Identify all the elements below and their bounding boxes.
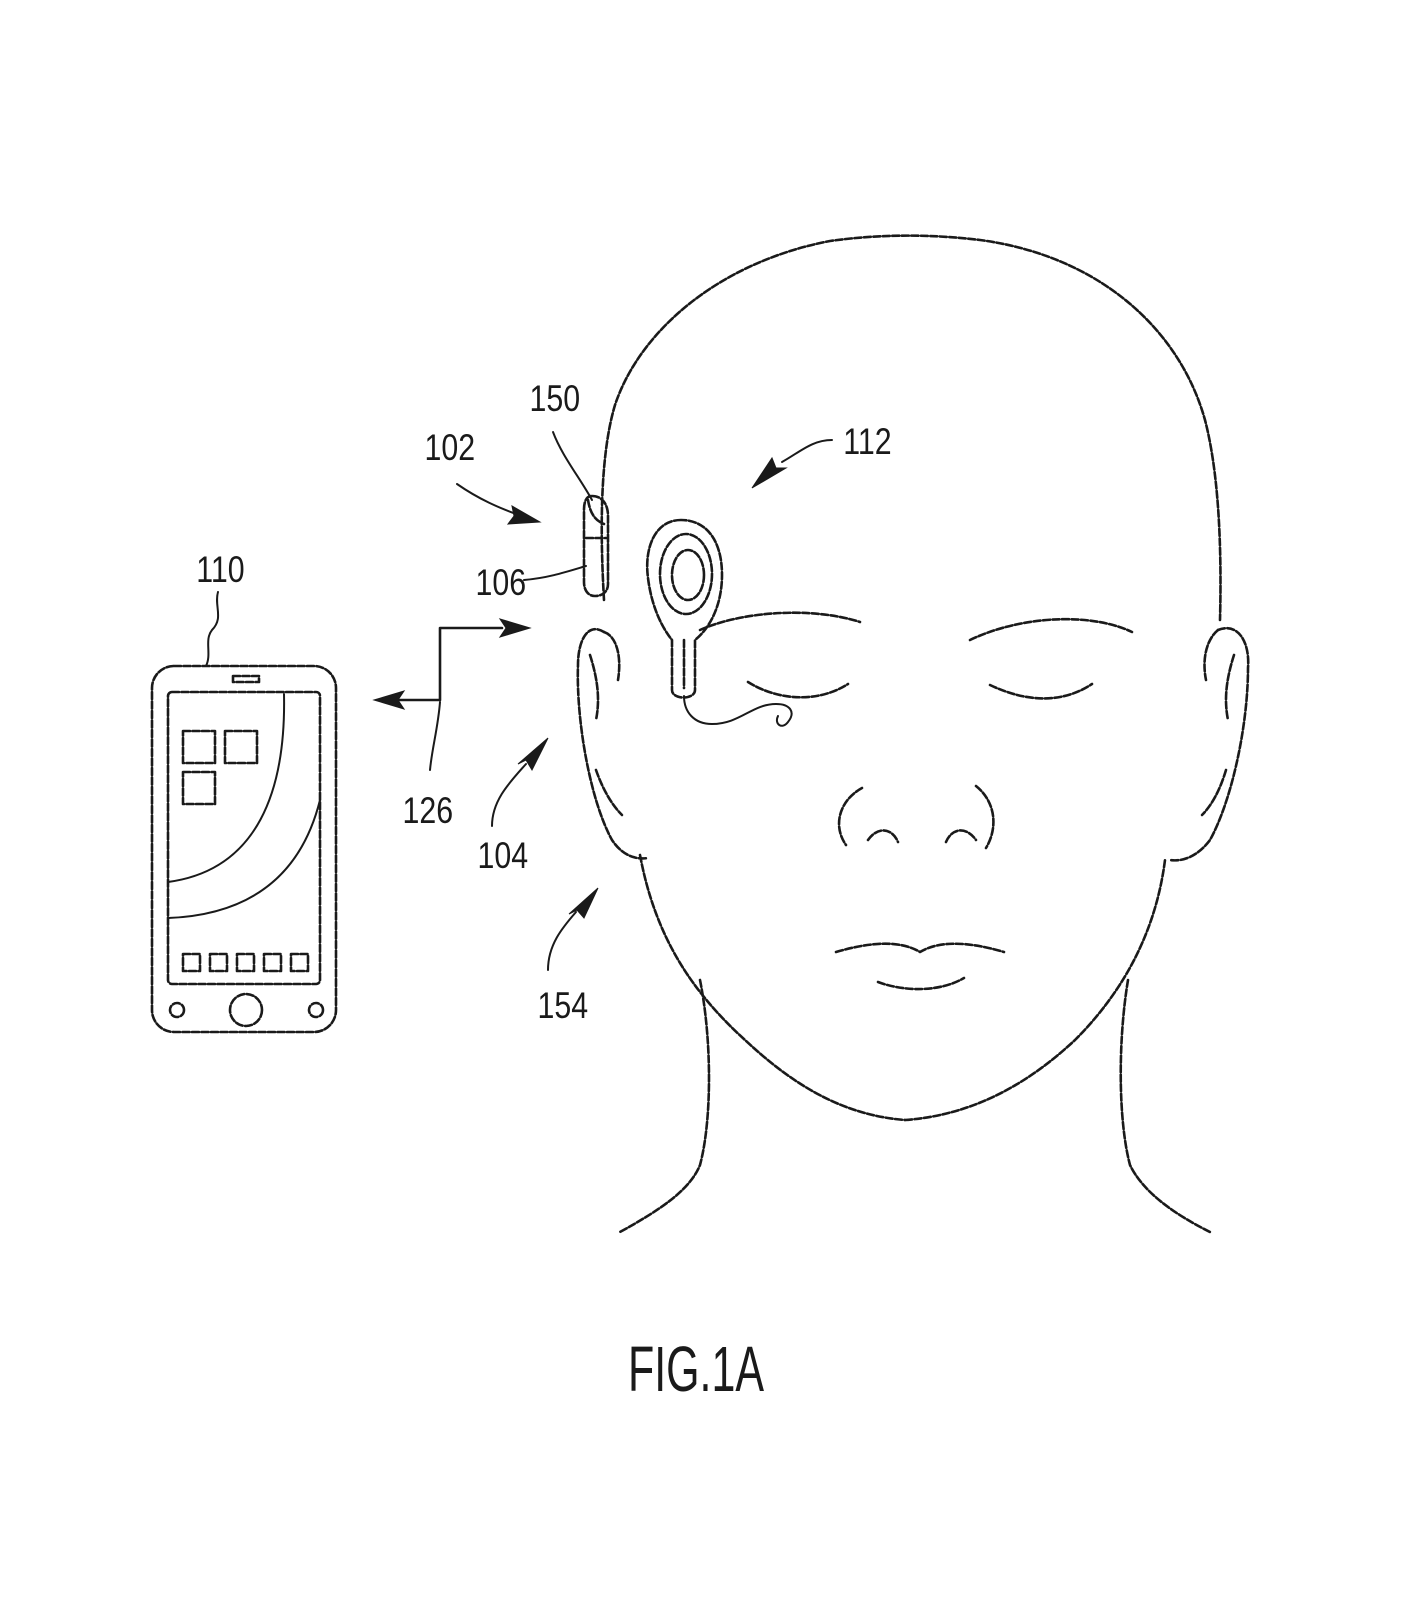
phone-body: [150, 664, 338, 1034]
label-154: 154: [538, 985, 589, 1027]
smartphone-icon: [150, 664, 338, 1034]
jaw-right: [903, 858, 1167, 1122]
wireless-link-line: [390, 626, 504, 702]
wireless-signal-icon: [372, 618, 532, 710]
screen-curve-2: [167, 799, 321, 919]
neck-right: [1119, 978, 1212, 1234]
eyebrow-left: [698, 611, 862, 632]
leader-106: [523, 565, 587, 581]
app-tile: [223, 729, 259, 765]
leader-lines: [205, 431, 833, 971]
eye-left: [746, 680, 850, 699]
label-102: 102: [425, 427, 476, 469]
wireless-arrowhead-left: [372, 690, 406, 710]
dock-icon: [262, 952, 283, 973]
label-106: 106: [476, 562, 527, 604]
head-illustration: [576, 234, 1250, 1234]
eyebrow-right: [968, 617, 1134, 642]
implant-ring-outer: [658, 532, 714, 616]
leader-104-arrowhead: [517, 737, 549, 772]
phone-screen: [166, 690, 322, 986]
leader-104: [491, 763, 527, 827]
leader-112: [781, 439, 833, 463]
nose-right: [974, 784, 995, 850]
leader-102: [456, 483, 517, 515]
label-150: 150: [530, 378, 581, 420]
neck-left: [618, 978, 711, 1234]
nose-left: [837, 786, 864, 847]
jaw-left: [638, 853, 907, 1122]
leader-112-arrowhead: [751, 456, 788, 489]
app-tile: [181, 729, 217, 765]
nostril-right: [944, 829, 978, 844]
phone-speaker: [231, 674, 261, 684]
leader-154-arrowhead: [568, 887, 599, 919]
phone-sensor-left: [168, 1001, 186, 1019]
reference-labels: 110 150 102 106 112 126 104 154: [196, 378, 891, 1027]
phone-sensor-right: [307, 1001, 325, 1019]
label-104: 104: [478, 835, 529, 877]
label-126: 126: [403, 790, 454, 832]
leader-150: [552, 431, 593, 501]
eye-right: [988, 682, 1094, 700]
dock-icon: [235, 952, 256, 973]
external-device-top: [586, 498, 606, 526]
screen-curve-1: [167, 693, 286, 883]
leader-110: [205, 591, 220, 667]
implant-lead-wire: [683, 695, 793, 727]
dock-icon: [208, 952, 229, 973]
leader-126: [429, 701, 441, 771]
dock-icon: [181, 952, 202, 973]
external-device: [582, 494, 610, 598]
leader-154: [547, 911, 577, 971]
implant-ring-inner: [670, 548, 706, 602]
phone-home-button: [228, 992, 264, 1028]
right-ear: [1168, 627, 1250, 862]
app-tile: [181, 770, 217, 806]
head-outline: [600, 234, 1222, 622]
dock-icon: [289, 952, 310, 973]
label-110: 110: [196, 549, 244, 591]
upper-lip: [834, 942, 1006, 954]
figure-caption: FIG.1A: [628, 1333, 764, 1405]
nostril-left: [866, 829, 900, 844]
leader-102-arrowhead: [506, 505, 542, 525]
left-ear: [576, 627, 650, 860]
external-device-body: [582, 494, 610, 598]
lower-lip: [876, 976, 966, 991]
label-112: 112: [843, 421, 891, 463]
wireless-arrowhead-right: [498, 618, 532, 638]
implant-device: [645, 518, 793, 727]
